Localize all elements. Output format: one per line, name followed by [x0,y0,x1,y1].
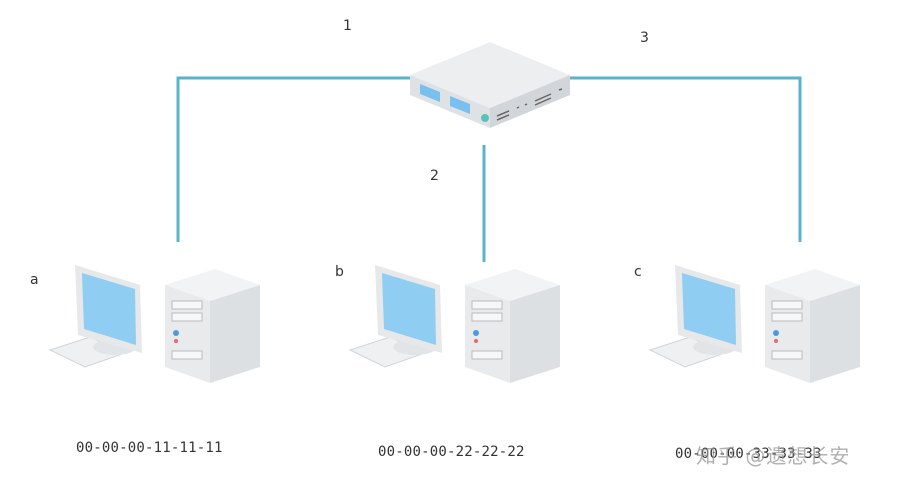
computer-a-icon [48,265,260,383]
cable-3 [570,76,802,242]
link-label-2: 2 [430,168,439,184]
mac-address-b: 00-00-00-22-22-22 [378,444,525,460]
link-label-1: 1 [343,18,352,34]
switch-icon [410,42,570,128]
mac-address-c: 00-00-00-33-33-33 [675,446,822,462]
link-label-3: 3 [640,30,649,46]
computer-b-icon [348,265,560,383]
host-label-a: a [30,272,39,288]
mac-address-a: 00-00-00-11-11-11 [76,440,223,456]
host-label-c: c [634,264,642,280]
watermark: 知乎 @遗想长安 [696,444,851,468]
host-label-b: b [335,264,344,280]
computer-c-icon [648,265,860,383]
cable-1 [176,76,410,242]
